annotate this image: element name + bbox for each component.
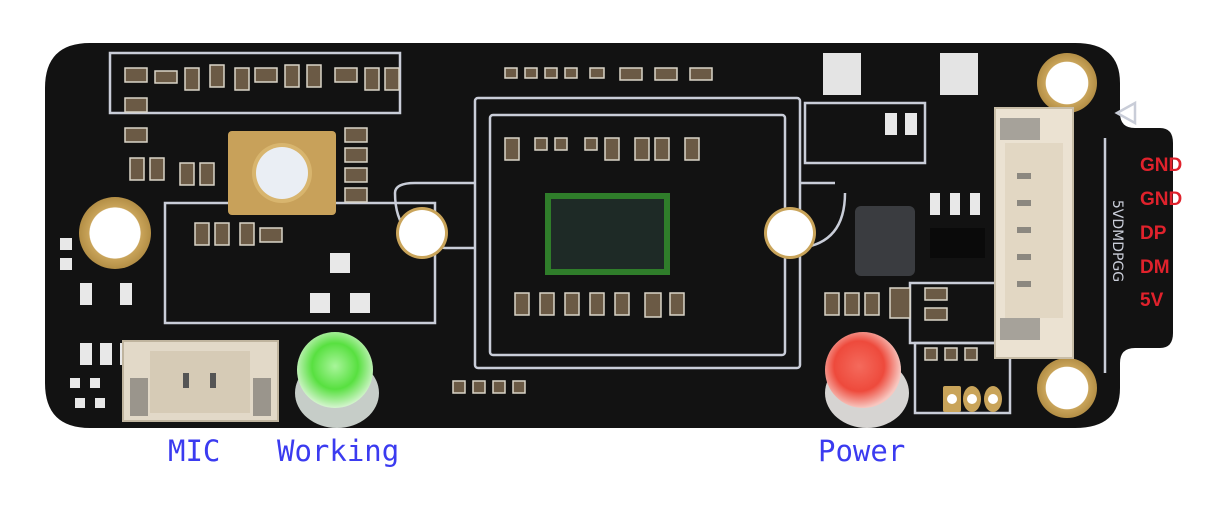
mic-connector [122,340,279,422]
mounting-holes [79,53,1097,418]
pcb-drawing: 5VDMDPGG [45,43,1173,428]
microphone-module [228,131,336,215]
smd-components [124,64,978,394]
pin-label-gnd-1: GND [1140,155,1183,176]
pin-label-gnd-2: GND [1140,189,1183,210]
inductor [855,206,915,276]
working-led [295,332,379,428]
header-pins [943,386,1002,412]
image-sensor-chip [545,193,670,275]
usb-connector [994,107,1074,359]
regulator-ic [930,228,985,258]
pad [823,53,861,95]
power-label: Power [818,434,906,468]
pin-label-dm: DM [1140,257,1170,278]
working-label: Working [277,434,400,468]
mic-label: MIC [168,434,221,468]
pin-label-dp: DP [1140,223,1167,244]
power-led [825,332,909,428]
silk-text: 5VDMDPGG [1109,200,1125,282]
pad [940,53,978,95]
pcb-board: 5VDMDPGG [45,43,1175,428]
pin-label-5v: 5V [1140,290,1164,311]
